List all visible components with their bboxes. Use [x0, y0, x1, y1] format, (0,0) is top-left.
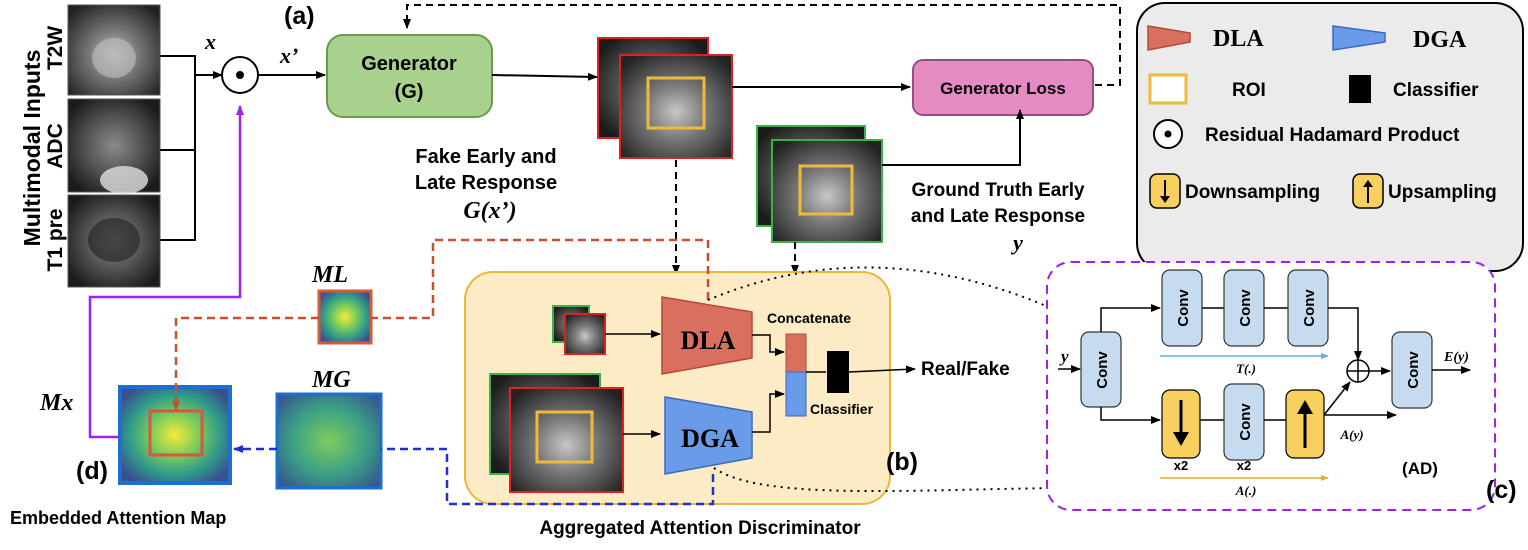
attention-diffusion-block: y Conv Conv Conv Conv T(.) Conv x2 x2 A(… [1046, 261, 1496, 511]
fake-label-line2: Late Response [415, 172, 557, 194]
mg-label-text: MG [311, 367, 351, 393]
legend-dga-label: DGA [1413, 27, 1467, 53]
inputs-group-title: Multimodal Inputs [19, 50, 45, 247]
legend-roi-label: ROI [1232, 80, 1266, 101]
panel-label-c: (c) [1486, 476, 1517, 504]
ad-mask-conv [1223, 383, 1265, 461]
fake-label-line1: Fake Early and [415, 146, 556, 168]
dga-block [664, 396, 753, 475]
multimodal-inputs: Multimodal Inputs T2W ADC T1 pre [19, 4, 223, 288]
generator-symbol: (G) [395, 81, 424, 103]
classifier-label: Classifier [810, 401, 874, 417]
concat-global [785, 371, 807, 417]
symbol-x: x [204, 29, 216, 54]
hadamard-product-node [221, 56, 259, 94]
symbol-x-prime: x’ [279, 43, 298, 68]
classifier-block [827, 351, 849, 393]
aad-title: Aggregated Attention Discriminator [539, 518, 861, 539]
generator-loss-label: Generator Loss [940, 79, 1066, 98]
mg-label: MG [311, 367, 351, 393]
panel-label-b: (b) [886, 448, 918, 476]
legend-dla-shape [1147, 25, 1191, 51]
generator-label: Generator [361, 53, 457, 75]
concatenate-label: Concatenate [767, 310, 851, 326]
mx-label: Mx [39, 390, 73, 416]
label-adc: ADC [44, 123, 67, 169]
legend-dla-label: DLA [1213, 26, 1264, 52]
legend-classifier-label: Classifier [1393, 80, 1479, 101]
ground-truth-images [756, 125, 883, 243]
ad-output-label: E(y) [1443, 350, 1469, 365]
ml-label-text: ML [311, 262, 348, 288]
legend-roi-shape [1148, 73, 1188, 105]
panel-label-d: (d) [76, 457, 108, 485]
panel-label-a: (a) [284, 2, 315, 30]
ad-mask-out-label: A(y) [1339, 427, 1363, 442]
legend-dga-shape [1332, 25, 1386, 51]
ad-label: (AD) [1402, 459, 1438, 478]
ad-trunk-label: T(.) [1236, 361, 1256, 376]
legend-hadamard-label: Residual Hadamard Product [1205, 125, 1460, 146]
generator-block: Generator (G) [326, 34, 493, 118]
label-t1pre: T1 pre [44, 208, 67, 271]
dla-block [661, 296, 753, 375]
ad-mask-conv-label: Conv [1237, 403, 1254, 441]
legend-up-label: Upsampling [1388, 182, 1497, 203]
ad-input-symbol: y [1059, 347, 1069, 366]
fake-response-images [597, 37, 733, 159]
dga-label: DGA [681, 424, 739, 453]
dla-label: DLA [681, 326, 736, 355]
legend-classifier-shape [1349, 75, 1371, 103]
gt-label-line2: and Late Response [911, 206, 1085, 227]
realfake-label: Real/Fake [921, 359, 1010, 380]
ad-x2-conv: x2 [1237, 458, 1251, 473]
legend-down-label: Downsampling [1185, 182, 1320, 203]
embedded-map-label: Embedded Attention Map [10, 508, 226, 528]
gt-symbol: y [1010, 230, 1023, 255]
ad-conv-out-label: Conv [1405, 351, 1422, 389]
fake-symbol: G(x’) [463, 198, 516, 224]
gt-label-line1: Ground Truth Early [911, 180, 1085, 201]
concat-local [785, 333, 807, 373]
ad-x2-down: x2 [1174, 458, 1188, 473]
ad-mask-label: A(.) [1235, 483, 1257, 498]
fake-roi-box [646, 76, 706, 130]
ml-label: ML [311, 262, 348, 288]
ad-conv-in-label: Conv [1094, 351, 1111, 389]
generator-loss-block: Generator Loss [912, 59, 1094, 116]
mx-label-text: Mx [39, 390, 73, 416]
label-t2w: T2W [44, 26, 67, 71]
gt-roi-box [798, 164, 854, 216]
mg-map [275, 392, 383, 490]
ad-sum-node [1346, 359, 1370, 383]
ad-trunk-conv-2-label: Conv [1237, 289, 1254, 327]
ad-trunk-conv-3-label: Conv [1301, 289, 1318, 327]
legend-box: DLA DGA ROI Classifier Residual Hadamard… [1136, 2, 1524, 272]
aggregated-attention-discriminator: DLA DGA Concatenate Classifier Real/Fake [464, 271, 1010, 505]
mx-local-box [148, 409, 204, 457]
ad-trunk-conv-1-label: Conv [1175, 289, 1192, 327]
ml-map [317, 289, 373, 345]
